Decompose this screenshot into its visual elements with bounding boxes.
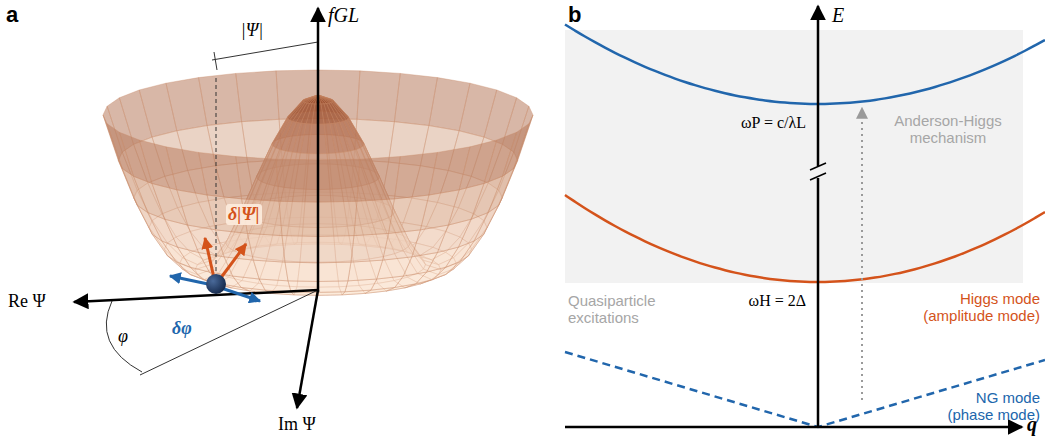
modulus-bracket bbox=[212, 42, 318, 60]
axis-label: fGL bbox=[328, 4, 359, 27]
higgs-curve bbox=[565, 195, 1045, 282]
surface-cell bbox=[318, 95, 327, 104]
higgs-gap-label: ωH = 2Δ bbox=[749, 292, 806, 310]
surface-cell bbox=[309, 124, 318, 154]
surface-cell bbox=[199, 152, 242, 198]
angle-label: φ bbox=[118, 326, 128, 347]
axis-label: Re Ψ bbox=[8, 291, 46, 312]
amplitude-label: δ|Ψ| bbox=[226, 204, 262, 225]
surface-cell bbox=[318, 281, 348, 292]
panel-letter: a bbox=[6, 2, 18, 27]
momentum-axis bbox=[565, 426, 1022, 429]
angle-ray bbox=[140, 290, 318, 375]
amplitude-arrow bbox=[220, 244, 246, 279]
surface-cell bbox=[318, 201, 357, 236]
surface-cell bbox=[305, 95, 318, 103]
f-axis bbox=[317, 8, 320, 292]
bracket-tick bbox=[214, 52, 217, 70]
continuum-label: Quasiparticle excitations bbox=[568, 292, 673, 327]
amplitude-arrow bbox=[205, 238, 214, 278]
surface-cell bbox=[318, 95, 331, 103]
surface-cell bbox=[307, 95, 318, 104]
surface-cell bbox=[318, 236, 354, 263]
surface-cell bbox=[247, 233, 285, 262]
drop-line bbox=[216, 78, 217, 272]
surface-cell bbox=[309, 95, 318, 104]
state-ball bbox=[206, 274, 226, 294]
surface-cell bbox=[279, 201, 318, 236]
surface-cell bbox=[236, 157, 279, 202]
surface-cell bbox=[357, 157, 400, 202]
anderson-higgs-arrow bbox=[861, 108, 863, 400]
plasma-curve bbox=[565, 25, 1045, 104]
angle-arc bbox=[106, 301, 142, 372]
axis-break bbox=[810, 163, 826, 170]
surface-cell bbox=[318, 159, 360, 202]
surface-cell bbox=[394, 152, 437, 198]
surface-cell bbox=[354, 199, 394, 236]
im-axis bbox=[297, 290, 318, 408]
surface-cell bbox=[351, 233, 389, 262]
ng-curve bbox=[565, 352, 1045, 427]
axis-label: q bbox=[1027, 413, 1037, 436]
surface-cell bbox=[253, 260, 288, 281]
higgs-mode-label: Higgs mode (amplitude mode) bbox=[900, 290, 1040, 325]
surface-cell bbox=[318, 124, 327, 154]
axis-label: Im Ψ bbox=[278, 414, 316, 435]
re-axis bbox=[74, 290, 318, 302]
modulus-label: |Ψ| bbox=[241, 20, 264, 41]
mechanism-label: Anderson-Higgs mechanism bbox=[883, 112, 1013, 147]
surface-cell bbox=[236, 71, 279, 122]
surface-cell bbox=[348, 260, 383, 281]
surface-cell bbox=[389, 195, 429, 233]
surface-cell bbox=[318, 95, 329, 104]
surface-cell bbox=[357, 71, 400, 122]
energy-axis bbox=[817, 6, 820, 428]
surface-cell bbox=[282, 236, 318, 263]
surface-cell bbox=[318, 262, 351, 281]
surface-cell bbox=[276, 159, 318, 202]
phase-arrow bbox=[224, 289, 260, 301]
axis-break bbox=[810, 173, 826, 180]
plasma-frequency-label: ωP = c/λL bbox=[741, 114, 806, 132]
phase-label: δφ bbox=[172, 318, 192, 339]
panel-letter: b bbox=[568, 2, 581, 27]
phase-arrow bbox=[170, 276, 208, 284]
axis-label: E bbox=[832, 4, 844, 27]
continuum-band bbox=[565, 30, 1023, 283]
surface-cell bbox=[285, 262, 318, 281]
ng-mode-label: NG mode (phase mode) bbox=[940, 389, 1040, 424]
